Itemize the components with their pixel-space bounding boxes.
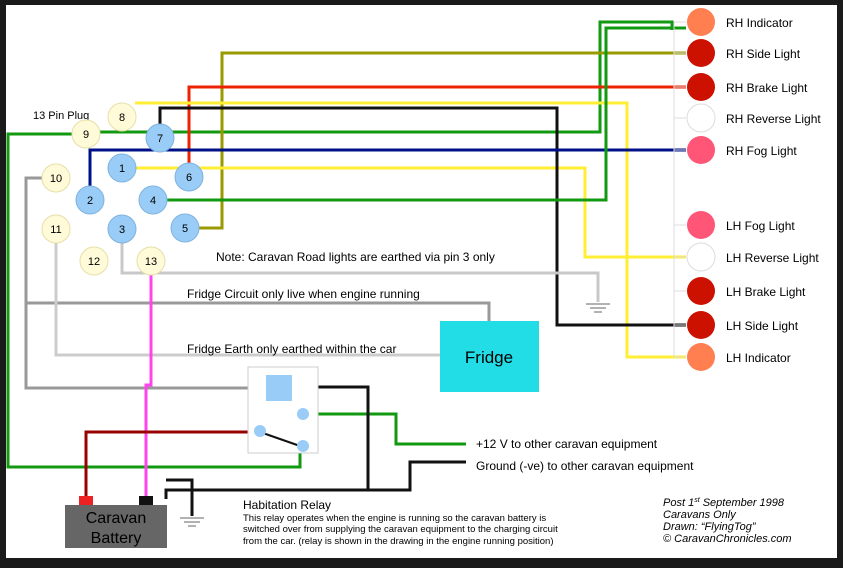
- pin-3: 3: [107, 214, 137, 244]
- earth-symbol-battery: [180, 517, 204, 527]
- svg-text:5: 5: [182, 223, 188, 235]
- wires: [6, 20, 686, 516]
- wire-navy-rh-fog: [88, 148, 686, 190]
- svg-text:LH Brake Light: LH Brake Light: [726, 285, 806, 299]
- relay-title: Habitation Relay: [243, 498, 331, 512]
- relay-contact-common: [254, 425, 266, 437]
- note-fridge-circuit: Fridge Circuit only live when engine run…: [187, 287, 420, 301]
- relay-desc-line3: from the car. (relay is shown in the dra…: [243, 536, 554, 547]
- rh-side-light: RH Side Light: [687, 39, 801, 67]
- svg-text:RH Fog Light: RH Fog Light: [726, 144, 797, 158]
- svg-text:13: 13: [145, 256, 157, 268]
- wire-yellow-lh-indicator: [135, 101, 686, 359]
- svg-text:4: 4: [150, 195, 156, 207]
- svg-text:LH Reverse Light: LH Reverse Light: [726, 251, 819, 265]
- fridge-label: Fridge: [465, 348, 513, 367]
- note-fridge-earth: Fridge Earth only earthed within the car: [187, 342, 396, 356]
- wire-olive-rh-side: [196, 51, 686, 230]
- svg-text:LH Indicator: LH Indicator: [726, 351, 791, 365]
- pin-9: 9: [71, 119, 101, 149]
- wire-grey-relay-coil: [24, 303, 266, 390]
- svg-text:RH Brake Light: RH Brake Light: [726, 81, 808, 95]
- wire-green-rh-indicator: [86, 20, 674, 134]
- pin-1: 1: [107, 153, 137, 183]
- output-positive-label: +12 V to other caravan equipment: [476, 437, 658, 451]
- relay-switch-arm: [259, 431, 301, 447]
- lights: RH Indicator RH Side Light RH Brake Ligh…: [686, 8, 821, 371]
- wire-green-12v-out: [303, 412, 466, 446]
- relay-contact-charge: [297, 408, 309, 420]
- earth-symbol-pin3: [586, 303, 610, 313]
- svg-text:1: 1: [119, 163, 125, 175]
- wire-black-lh-side: [158, 106, 686, 327]
- battery-label-line2: Battery: [91, 530, 142, 547]
- pin-5: 5: [170, 213, 200, 243]
- wire-magenta-pin13: [144, 272, 153, 499]
- pin-7: 7: [145, 123, 175, 153]
- pin-4: 4: [138, 185, 168, 215]
- pin-13: 13: [136, 246, 166, 276]
- battery-body: [65, 505, 167, 548]
- pin-6: 6: [174, 162, 204, 192]
- relay-coil: [266, 375, 292, 401]
- wire-green-pin9-relay: [6, 132, 302, 469]
- lh-indicator-light: LH Indicator: [687, 343, 791, 371]
- battery-label-line1: Caravan: [86, 510, 146, 527]
- light-guides: [673, 21, 686, 358]
- lh-brake-light: LH Brake Light: [687, 277, 806, 305]
- wire-black-ground-out: [368, 460, 466, 492]
- output-ground-label: Ground (-ve) to other caravan equipment: [476, 459, 694, 473]
- wire-grey-pin3-earth: [120, 240, 600, 302]
- svg-text:8: 8: [119, 112, 125, 124]
- wire-red-rh-brake: [187, 85, 686, 168]
- svg-text:12: 12: [88, 256, 100, 268]
- svg-text:9: 9: [83, 129, 89, 141]
- rh-indicator-light: RH Indicator: [687, 8, 793, 36]
- relay-desc-line2: switched over from supplying the caravan…: [243, 524, 558, 535]
- svg-text:LH Fog Light: LH Fog Light: [726, 219, 795, 233]
- lh-reverse-light: LH Reverse Light: [686, 242, 819, 272]
- svg-text:3: 3: [119, 224, 125, 236]
- wire-green-pin4: [164, 26, 686, 202]
- battery-positive-terminal: [79, 496, 93, 505]
- credit-copyright: © CaravanChronicles.com: [663, 533, 792, 545]
- svg-text:7: 7: [157, 133, 163, 145]
- pin-11: 11: [41, 214, 71, 244]
- svg-text:RH Reverse Light: RH Reverse Light: [726, 112, 821, 126]
- pin-8: 8: [107, 102, 137, 132]
- credit-scope: Caravans Only: [663, 509, 737, 521]
- credit-drawn: Drawn: “FlyingTog”: [663, 521, 757, 533]
- relay-contact-supply: [297, 440, 309, 452]
- rh-reverse-light: RH Reverse Light: [686, 103, 821, 133]
- svg-text:2: 2: [87, 195, 93, 207]
- wire-darkred-battery-positive: [84, 430, 258, 499]
- pin-10: 10: [41, 163, 71, 193]
- caravan-battery: Caravan Battery: [65, 496, 167, 548]
- svg-text:RH Indicator: RH Indicator: [726, 16, 793, 30]
- credit-post-date: Post 1st September 1998: [663, 497, 785, 509]
- battery-negative-terminal: [139, 496, 153, 505]
- lh-side-light: LH Side Light: [687, 311, 799, 339]
- fridge: Fridge: [440, 321, 539, 392]
- svg-text:11: 11: [50, 224, 61, 236]
- pin-12: 12: [79, 246, 109, 276]
- svg-text:RH Side Light: RH Side Light: [726, 47, 801, 61]
- lh-fog-light: LH Fog Light: [687, 211, 795, 239]
- plug-pins: 9 8 7 1 6 10 2 4 11 3 5 12 13: [41, 102, 204, 276]
- pin-2: 2: [75, 185, 105, 215]
- rh-fog-light: RH Fog Light: [687, 136, 797, 164]
- svg-text:6: 6: [186, 172, 192, 184]
- relay-desc-line1: This relay operates when the engine is r…: [243, 513, 546, 524]
- rh-brake-light: RH Brake Light: [687, 73, 808, 101]
- plug-title: 13 Pin Plug: [33, 110, 89, 122]
- wire-black-battery-earth: [166, 478, 194, 516]
- habitation-relay: [247, 366, 319, 454]
- wire-grey-fridge-earth: [54, 242, 440, 357]
- wire-yellow-lh-reverse: [135, 166, 686, 259]
- note-road-lights: Note: Caravan Road lights are earthed vi…: [216, 250, 495, 264]
- svg-text:10: 10: [50, 173, 62, 185]
- svg-text:LH Side Light: LH Side Light: [726, 319, 799, 333]
